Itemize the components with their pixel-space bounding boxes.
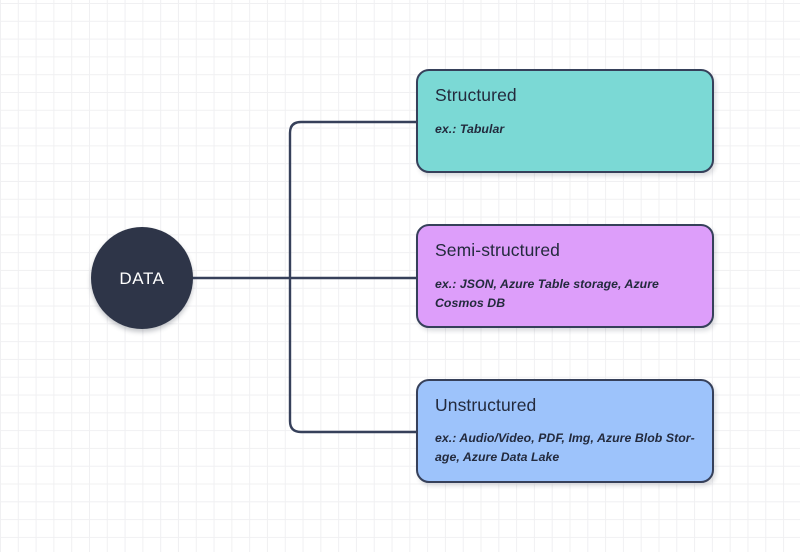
- category-description-structured: ex.: Tabular: [435, 122, 505, 136]
- category-box-unstructured[interactable]: Unstructured ex.: Audio/Video, PDF, Img,…: [416, 379, 714, 483]
- root-node-data[interactable]: DATA: [91, 227, 193, 329]
- connector-to-structured: [288, 120, 418, 280]
- category-title-structured: Structured: [435, 85, 517, 105]
- connector-to-unstructured: [288, 276, 418, 434]
- category-title-unstructured: Unstructured: [435, 395, 537, 415]
- category-box-structured[interactable]: Structured ex.: Tabular: [416, 69, 714, 173]
- category-box-semi-structured[interactable]: Semi-structured ex.: JSON, Azure Table s…: [416, 224, 714, 328]
- category-description-semi-structured: ex.: JSON, Azure Table storage, Azure Co…: [435, 277, 659, 310]
- category-title-semi-structured: Semi-structured: [435, 240, 561, 260]
- root-node-label: DATA: [119, 268, 165, 288]
- category-description-unstructured: ex.: Audio/Video, PDF, Img, Azure Blob S…: [435, 431, 695, 464]
